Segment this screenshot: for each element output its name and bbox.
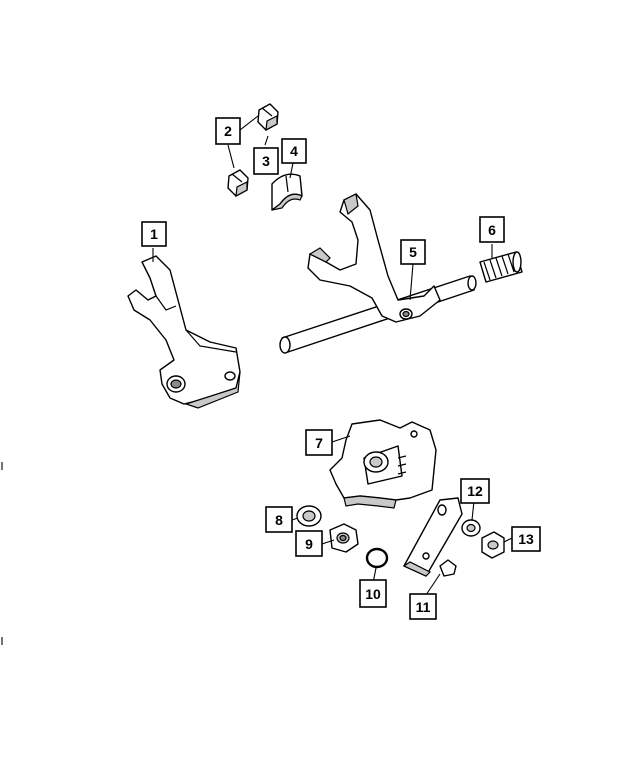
part-12-washer [461, 519, 481, 537]
leader-lines [152, 115, 513, 599]
svg-text:9: 9 [305, 536, 313, 552]
svg-text:2: 2 [224, 123, 232, 139]
callout-12: 12 [460, 478, 490, 504]
callout-3: 3 [253, 147, 279, 175]
callout-8: 8 [265, 506, 293, 533]
svg-text:1: 1 [150, 226, 158, 242]
part-9-nut [329, 523, 359, 553]
part-7-shift-plate [329, 419, 437, 509]
svg-text:6: 6 [488, 222, 496, 238]
svg-text:13: 13 [518, 531, 534, 547]
part-1-shift-fork [127, 255, 241, 409]
callout-1: 1 [141, 221, 167, 247]
callout-10: 10 [359, 579, 387, 608]
svg-text:11: 11 [416, 599, 431, 615]
callout-6: 6 [479, 216, 505, 243]
svg-text:8: 8 [275, 512, 283, 528]
part-11-lever [402, 497, 463, 577]
callout-5: 5 [400, 239, 426, 265]
callout-7: 7 [305, 429, 333, 456]
svg-text:12: 12 [467, 483, 483, 499]
svg-text:5: 5 [409, 244, 417, 260]
part-3-pad [227, 169, 249, 198]
svg-text:10: 10 [365, 586, 381, 602]
part-4-curved-pad [271, 173, 303, 211]
callout-9: 9 [295, 530, 323, 557]
part-5-fork-rail [279, 193, 477, 354]
callout-11: 11 [409, 593, 437, 620]
callout-13: 13 [511, 526, 541, 552]
svg-text:3: 3 [262, 153, 270, 169]
part-13-nut [481, 531, 505, 559]
part-bolt [439, 559, 457, 577]
callout-2: 2 [215, 117, 241, 145]
svg-text:4: 4 [290, 143, 298, 159]
part-8-washer [296, 505, 322, 527]
svg-text:7: 7 [315, 435, 323, 451]
part-10-snap-ring [365, 547, 389, 569]
part-6-spring [479, 251, 523, 283]
callout-4: 4 [281, 138, 307, 164]
part-2-pad-top [257, 103, 279, 132]
